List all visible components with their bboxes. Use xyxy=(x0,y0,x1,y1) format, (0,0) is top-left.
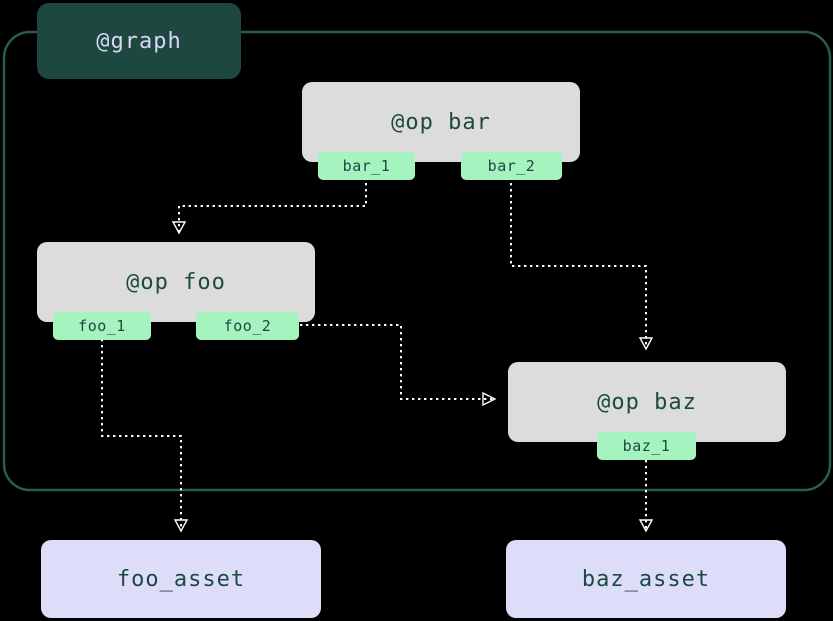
port-foo-1-label: foo_1 xyxy=(78,317,126,335)
port-foo-2[interactable]: foo_2 xyxy=(196,312,299,340)
subgraph-label-graph[interactable]: @graph xyxy=(37,3,241,79)
node-asset-baz-asset-label: baz_asset xyxy=(581,566,711,592)
port-bar-2[interactable]: bar_2 xyxy=(461,152,562,180)
node-op-baz-label: @op baz xyxy=(597,389,697,415)
node-op-bar[interactable]: @op bar xyxy=(302,82,580,162)
node-op-baz[interactable]: @op baz xyxy=(508,362,786,442)
node-op-foo[interactable]: @op foo xyxy=(37,242,315,322)
node-asset-foo-asset[interactable]: foo_asset xyxy=(41,540,321,618)
port-bar-2-label: bar_2 xyxy=(487,157,536,175)
edge-bar2-to-baz xyxy=(510,177,646,348)
edge-foo1-to-fooasset xyxy=(101,339,181,530)
node-asset-foo-asset-label: foo_asset xyxy=(116,566,246,592)
port-foo-1[interactable]: foo_1 xyxy=(53,312,151,340)
edge-bar1-to-foo xyxy=(179,177,367,232)
port-baz-1[interactable]: baz_1 xyxy=(597,432,696,460)
node-asset-baz-asset[interactable]: baz_asset xyxy=(506,540,786,618)
port-bar-1-label: bar_1 xyxy=(342,157,391,175)
edge-foo2-to-baz xyxy=(300,324,494,399)
subgraph-label-text: @graph xyxy=(96,28,182,54)
port-foo-2-label: foo_2 xyxy=(223,317,272,335)
port-bar-1[interactable]: bar_1 xyxy=(318,152,415,180)
port-baz-1-label: baz_1 xyxy=(622,437,671,455)
subgraph-border xyxy=(2,30,832,492)
node-op-foo-label: @op foo xyxy=(126,269,226,295)
node-op-bar-label: @op bar xyxy=(391,109,491,135)
